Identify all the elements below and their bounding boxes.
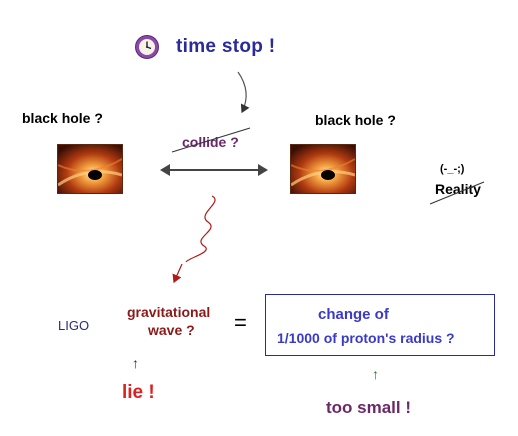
time-stop-arrow: [237, 71, 250, 114]
equals-sign: =: [234, 310, 247, 335]
collide-strike-line: [171, 127, 251, 153]
clock-icon: [135, 35, 159, 59]
gravitational-wave-arrow: [172, 263, 183, 284]
collide-arrow-left-head: [160, 164, 170, 176]
sweat-face-emoticon: (-_-;): [440, 163, 465, 175]
left-black-hole-label: black hole ?: [22, 110, 103, 126]
lie-label: lie !: [122, 382, 155, 403]
right-black-hole-label: black hole ?: [315, 112, 396, 128]
gravitational-wave-label-line2: wave ?: [148, 322, 195, 338]
box-text-line1: change of: [318, 306, 389, 323]
gravitational-wave-squiggle: [185, 195, 216, 263]
collide-label: collide ?: [182, 134, 239, 150]
reality-label: Reality: [435, 181, 481, 197]
reality-strike-line: [429, 181, 485, 205]
collide-arrow-right-head: [258, 164, 268, 176]
proton-radius-box: [265, 294, 495, 356]
ligo-label: LIGO: [58, 318, 90, 333]
green-up-arrow-icon: ↑: [372, 366, 379, 382]
title-time-stop: time stop !: [176, 36, 276, 57]
up-arrow-icon: ↑: [132, 355, 139, 371]
right-black-hole-image: [290, 144, 356, 194]
too-small-label: too small !: [326, 398, 412, 417]
left-black-hole-image: [57, 144, 123, 194]
box-text-line2: 1/1000 of proton's radius ?: [277, 330, 455, 346]
gravitational-wave-label-line1: gravitational: [127, 304, 211, 320]
